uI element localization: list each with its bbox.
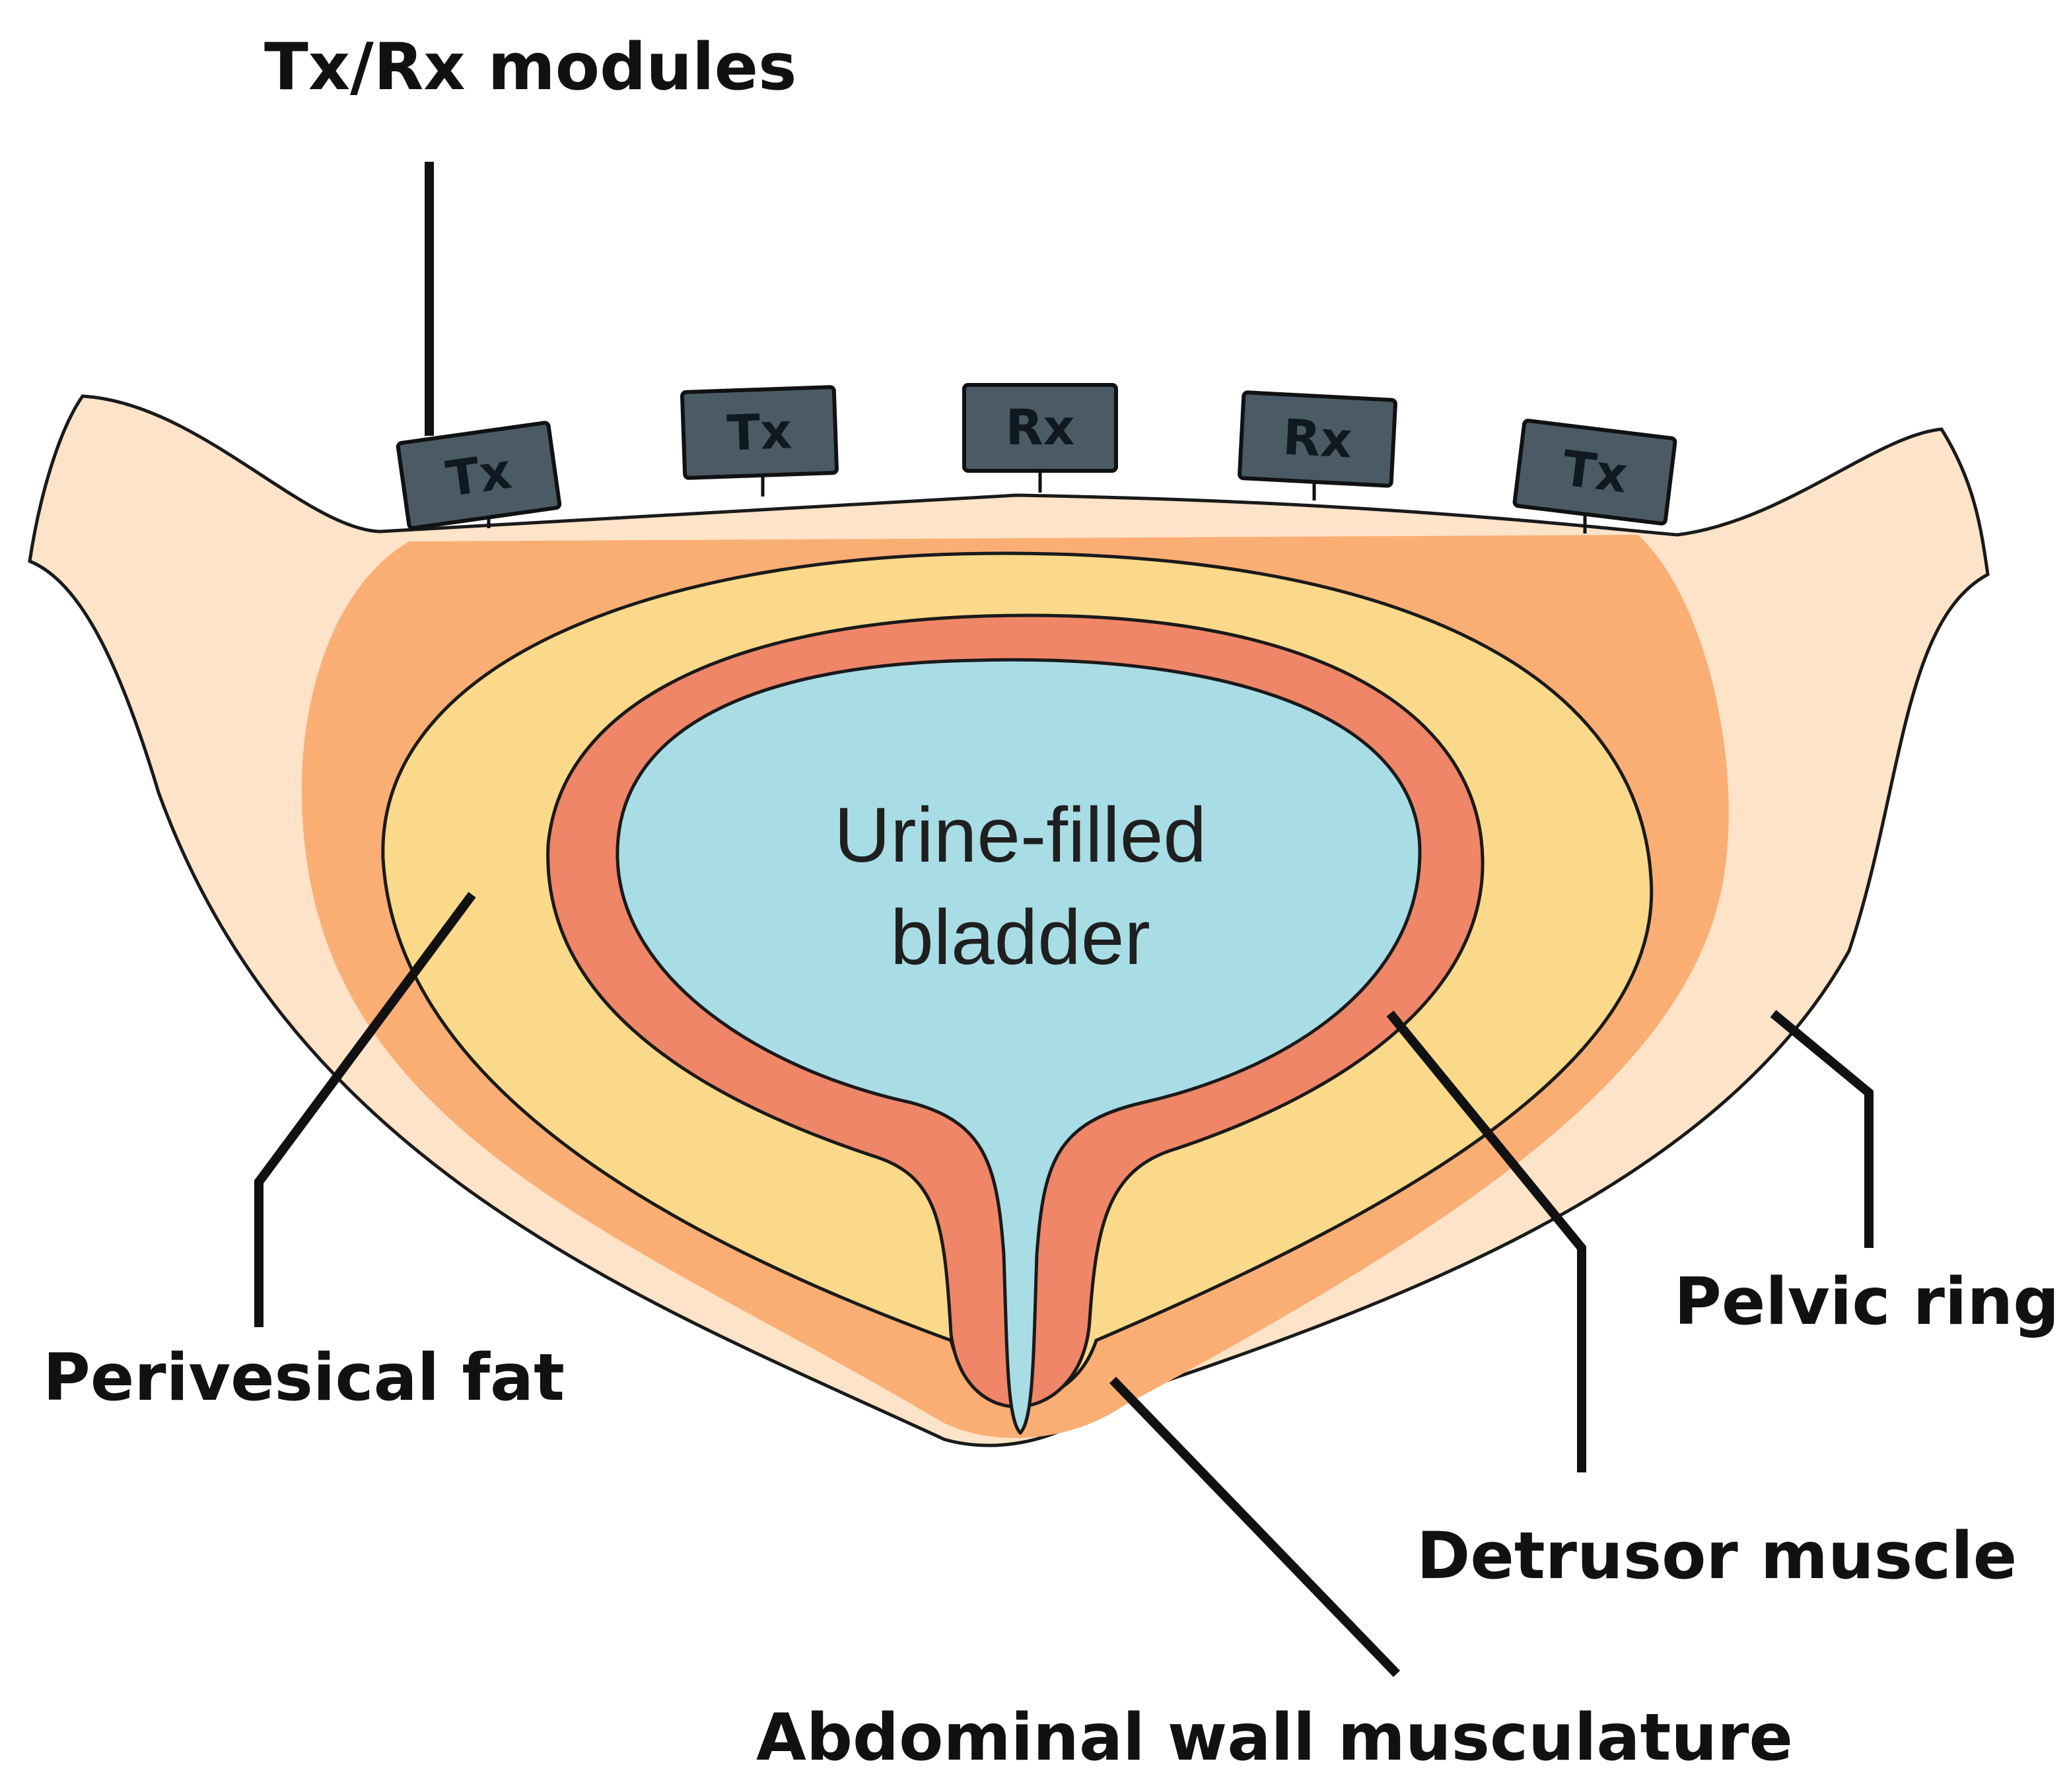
module-box	[396, 421, 562, 530]
module-label: Rx	[1006, 399, 1075, 456]
detrusor-muscle-leader-line	[1386, 1010, 1586, 1472]
abdominal-wall-label: Abdominal wall musculature	[756, 1700, 1793, 1775]
bladder-label-line1: Urine-filled	[834, 792, 1207, 879]
urine-lumen-region	[615, 658, 1422, 1435]
module-label: Tx	[726, 403, 792, 462]
module-label: Rx	[1281, 409, 1353, 469]
pelvic-ring-label: Pelvic ring	[1674, 1264, 2059, 1340]
detrusor-muscle-label: Detrusor muscle	[1417, 1519, 2017, 1594]
abdominal-wall-leader-line	[1109, 1377, 1401, 1677]
module-box	[1512, 419, 1677, 526]
tx-module-2: Tx	[680, 385, 839, 480]
perivesical-fat-label: Perivesical fat	[43, 1340, 565, 1416]
module-label: Tx	[1559, 440, 1631, 504]
rx-module-1: Rx	[962, 383, 1118, 473]
pelvic-ring-leader-line	[1770, 1010, 1874, 1248]
rx-module-2: Rx	[1238, 390, 1397, 488]
tx-module-1: Tx	[396, 421, 562, 530]
perivesical-fat-leader-line	[254, 891, 476, 1327]
module-box	[1238, 390, 1397, 488]
module-label: Tx	[442, 443, 514, 508]
bladder-label-line2: bladder	[890, 894, 1150, 981]
module-box	[962, 383, 1118, 473]
modules-label: Tx/Rx modules	[264, 30, 796, 105]
module-box	[680, 385, 839, 480]
tx-module-3: Tx	[1512, 419, 1677, 526]
